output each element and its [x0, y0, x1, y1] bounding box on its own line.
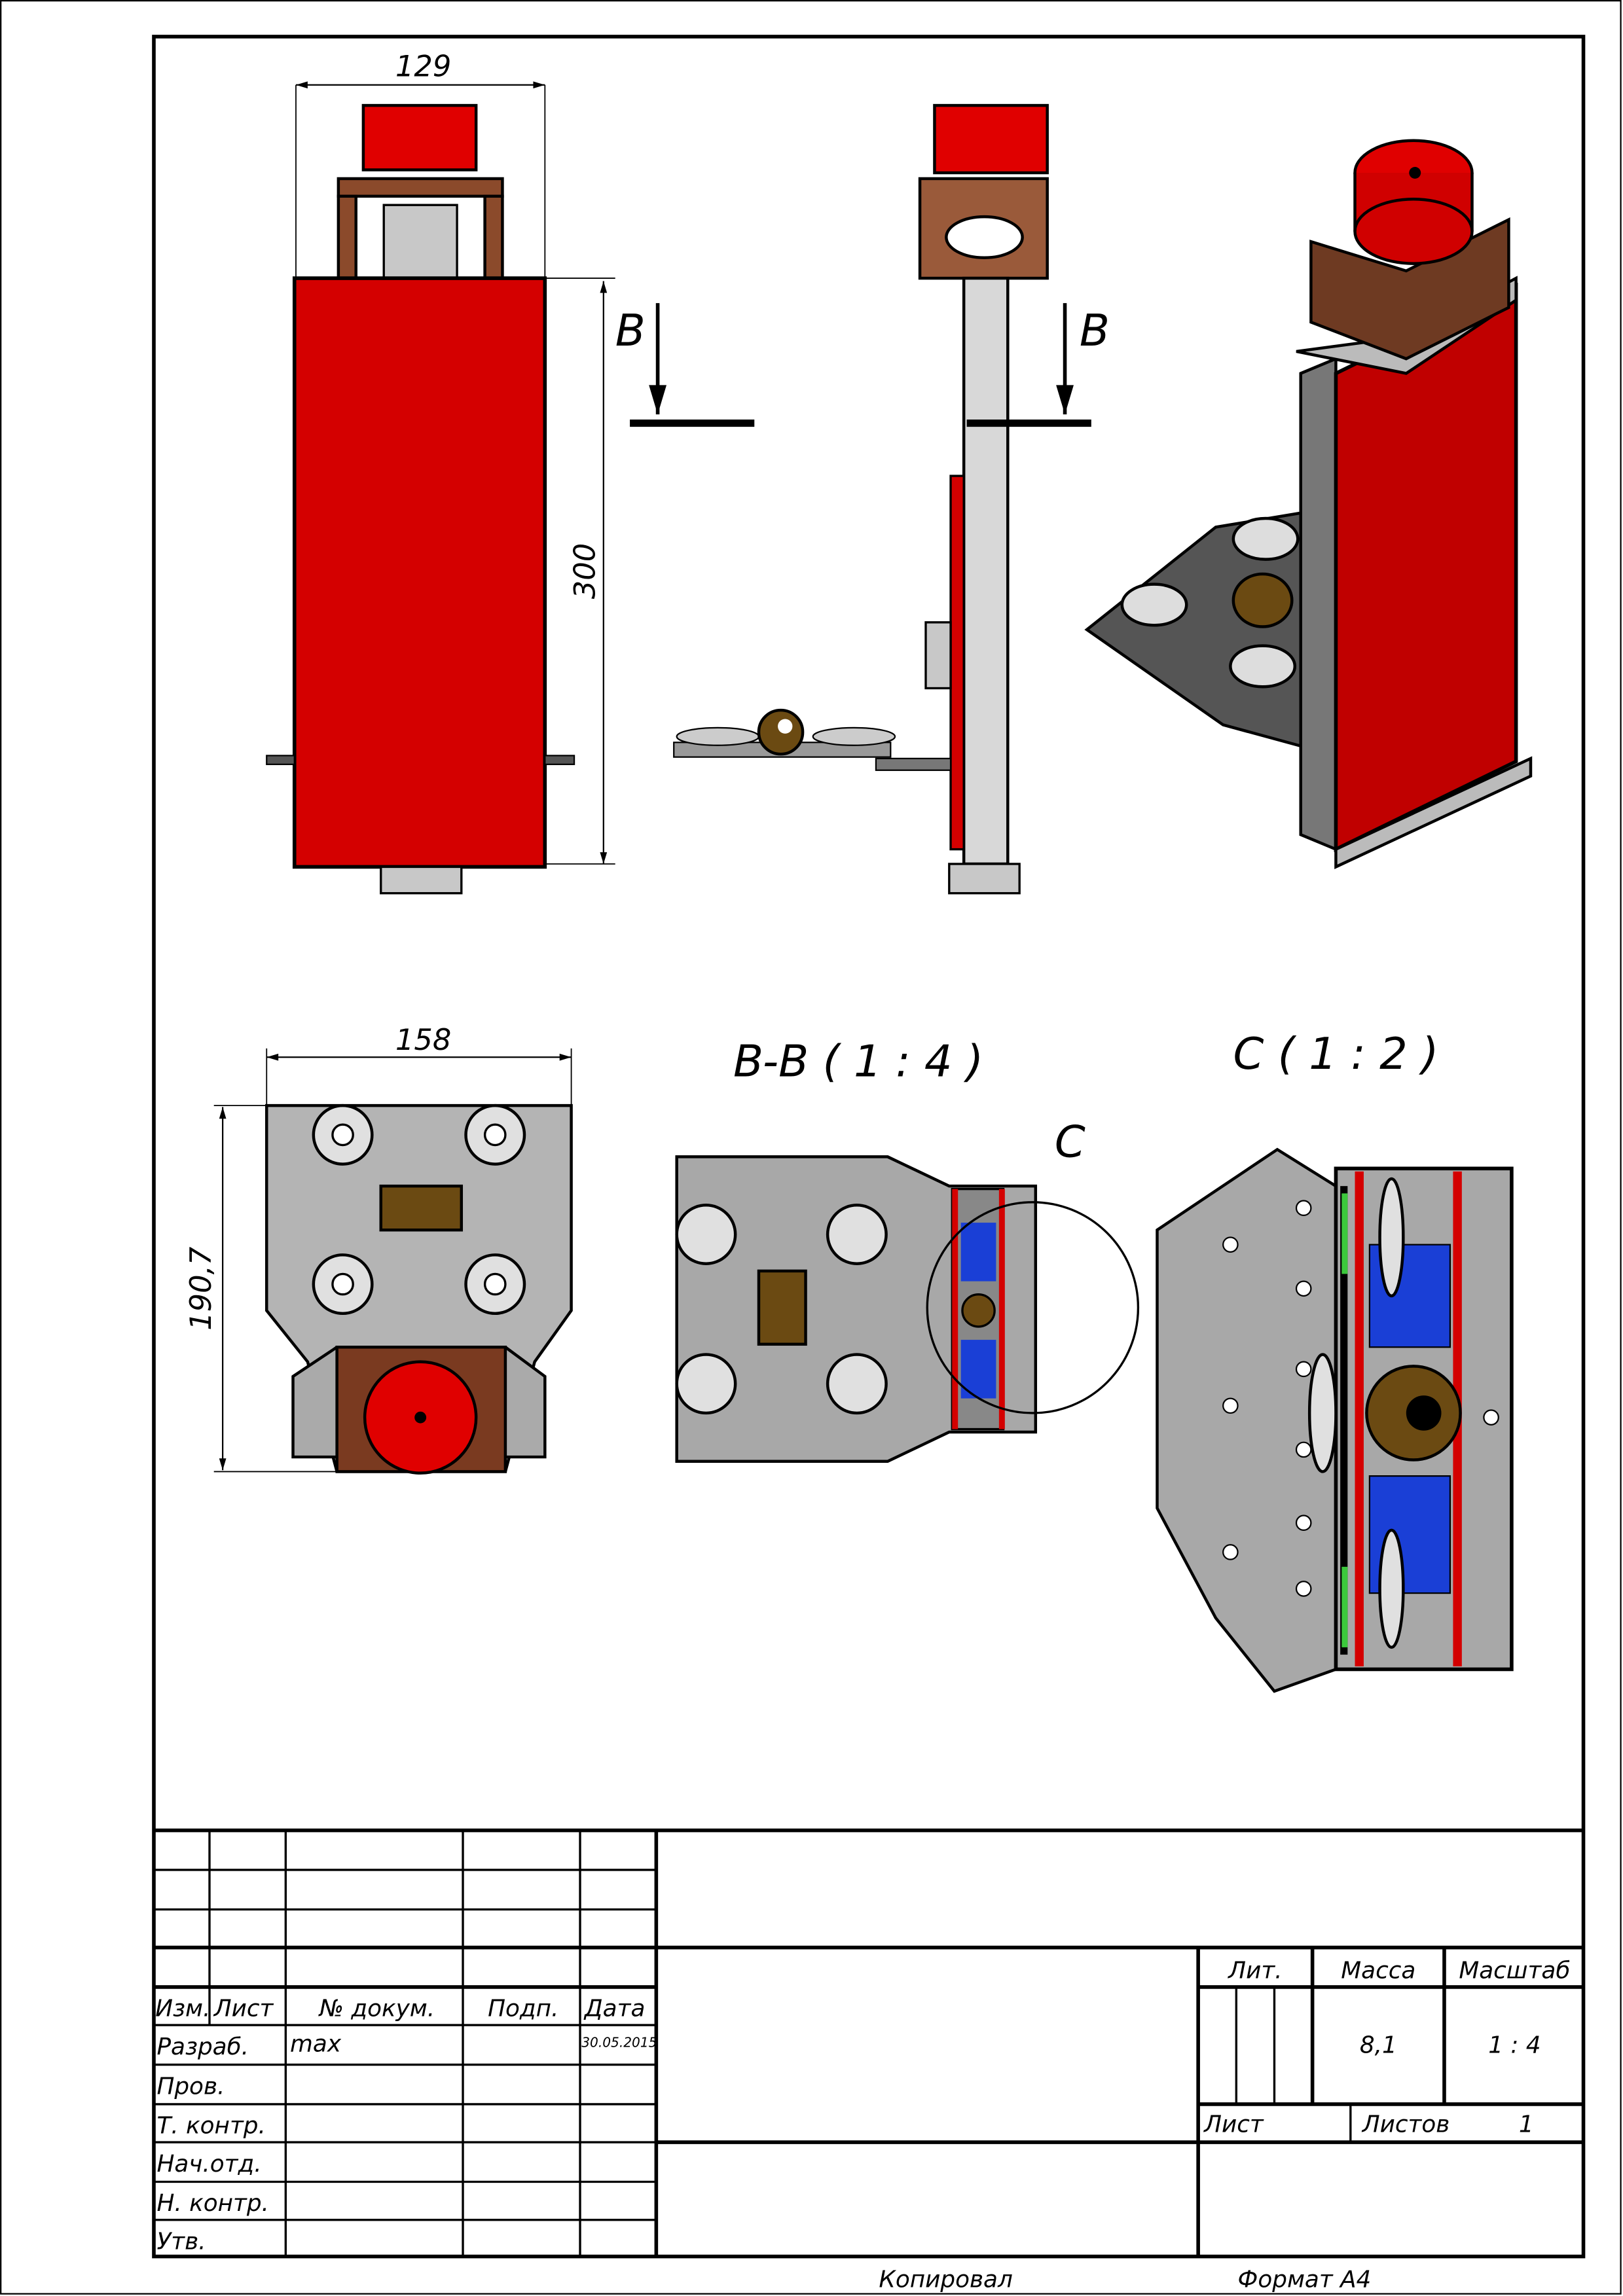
- title-block-text: Изм. Лист № докум. Подп. Дата Разраб. Пр…: [155, 1958, 1570, 2293]
- detail-c: C ( 1 : 2 ): [1156, 1028, 1514, 1693]
- detail-mark: C: [1055, 1116, 1085, 1167]
- sheet-label: Лист: [1203, 2111, 1264, 2138]
- role-checker: Пров.: [156, 2073, 225, 2100]
- detail-title: C ( 1 : 2 ): [1233, 1028, 1438, 1079]
- copied-label: Копировал: [879, 2267, 1012, 2293]
- header-date: Дата: [583, 1996, 646, 2022]
- sheets-label: Листов: [1361, 2111, 1450, 2138]
- title-block: [153, 1828, 1584, 2257]
- dim-height-bottom: 190,7: [183, 1246, 218, 1331]
- header-sign: Подп.: [488, 1996, 558, 2022]
- role-approved: Утв.: [156, 2228, 206, 2255]
- role-tech-control: Т. контр.: [156, 2113, 265, 2140]
- mass-label: Масса: [1341, 1958, 1415, 1984]
- scale-value: 1 : 4: [1488, 2032, 1541, 2059]
- section-b-b: B-B ( 1 : 4 ) C: [675, 1035, 1140, 1463]
- section-mark-left: B: [615, 305, 646, 356]
- detail-c-circle: [926, 1201, 1140, 1414]
- section-mark-right: B: [1080, 305, 1110, 356]
- dim-width-bottom: 158: [395, 1022, 451, 1057]
- bottom-view: 158 190,7: [183, 1022, 573, 1475]
- role-dept-head: Нач.отд.: [156, 2151, 261, 2178]
- dim-height-front: 300: [567, 543, 602, 599]
- front-view: 129 300: [266, 48, 615, 895]
- role-norm-control: Н. контр.: [156, 2190, 268, 2217]
- drawing-frame: [152, 35, 1586, 2259]
- scale-label: Масштаб: [1459, 1958, 1570, 1984]
- format-label: Формат А4: [1238, 2267, 1372, 2293]
- mass-value: 8,1: [1360, 2032, 1397, 2059]
- developer-name: max: [290, 2030, 342, 2057]
- header-izm: Изм.: [155, 1996, 210, 2022]
- lit-label: Лит.: [1227, 1958, 1282, 1984]
- isometric-view: [1084, 139, 1533, 869]
- developer-date: 30.05.2015: [581, 2035, 657, 2051]
- section-title: B-B ( 1 : 4 ): [733, 1035, 983, 1086]
- header-list: Лист: [213, 1996, 274, 2022]
- sheets-value: 1: [1519, 2111, 1534, 2138]
- header-doc-no: № докум.: [318, 1996, 435, 2022]
- side-view: B B: [615, 103, 1110, 895]
- role-developer: Разраб.: [156, 2034, 249, 2060]
- dim-width-front: 129: [395, 48, 451, 83]
